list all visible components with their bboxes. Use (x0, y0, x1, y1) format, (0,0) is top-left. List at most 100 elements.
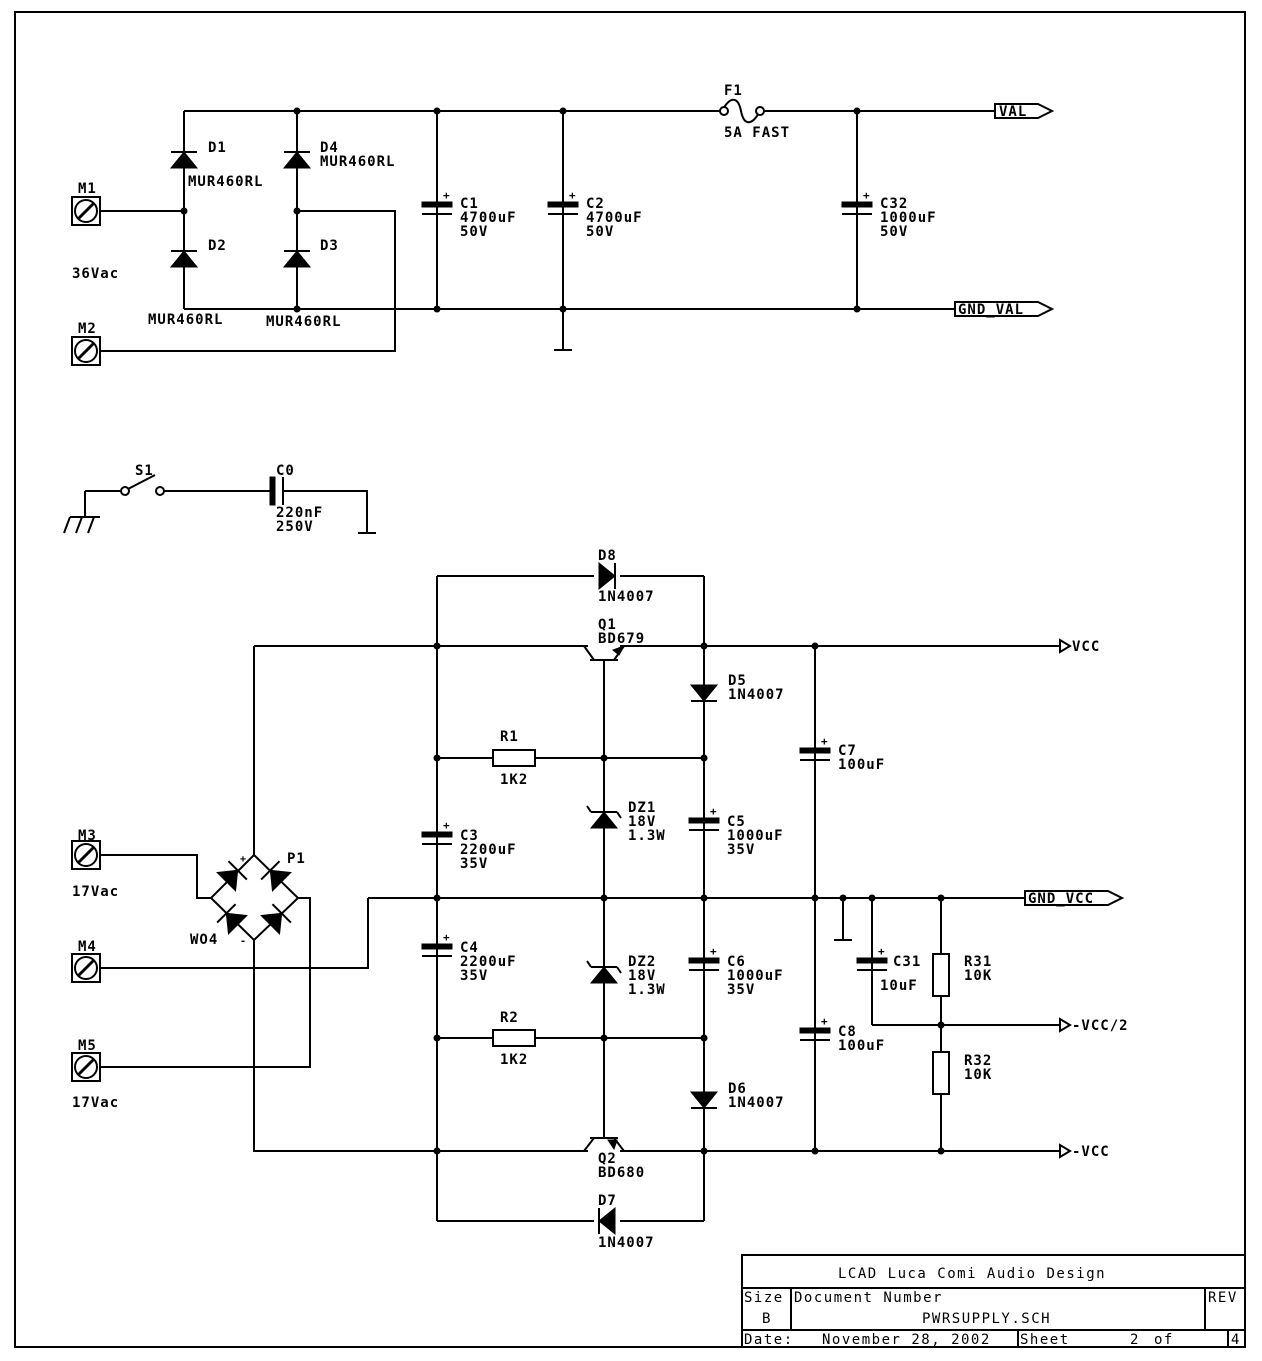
label-c6: C6 (727, 954, 746, 970)
label-m3-input: 17Vac (72, 884, 119, 900)
zener-dz1 (590, 811, 618, 829)
net-arrow-minus-vcc (1059, 1143, 1072, 1159)
title-date-label: Date: (744, 1332, 794, 1348)
label-d7: D7 (598, 1193, 617, 1209)
terminal-m2 (70, 335, 102, 367)
diode-d5 (690, 684, 718, 702)
label-c1-value: 4700uF (460, 210, 517, 226)
bridge-p1 (209, 853, 300, 942)
label-c4: C4 (460, 940, 479, 956)
label-m1: M1 (78, 181, 97, 197)
title-block: LCAD Luca Comi Audio Design Size B Docum… (741, 1254, 1246, 1348)
label-c32-voltage: 50V (880, 224, 908, 240)
switch-section: S1 C0 220nF 250V (63, 463, 376, 535)
label-m5-input: 17Vac (72, 1095, 119, 1111)
svg-text:-: - (240, 936, 247, 947)
lower-regulator-section: + - (70, 548, 1129, 1251)
resistor-r32 (932, 1051, 950, 1095)
zener-dz2 (590, 966, 618, 984)
label-36vac: 36Vac (72, 266, 119, 282)
label-d8-type: 1N4007 (598, 589, 655, 605)
label-m3: M3 (78, 828, 97, 844)
label-c3-value: 2200uF (460, 842, 517, 858)
label-c2-voltage: 50V (586, 224, 614, 240)
title-docnum-value: PWRSUPPLY.SCH (922, 1311, 1051, 1327)
label-c4-value: 2200uF (460, 954, 517, 970)
label-c5-value: 1000uF (727, 828, 784, 844)
label-c7-value: 100uF (838, 757, 885, 773)
label-f1-value: 5A FAST (724, 125, 790, 141)
net-label-gnd-val: GND_VAL (958, 302, 1024, 318)
title-rev-label: REV (1208, 1290, 1238, 1306)
label-m5: M5 (78, 1038, 97, 1054)
net-label-vcc-half: -VCC/2 (1072, 1018, 1129, 1034)
label-c2-value: 4700uF (586, 210, 643, 226)
label-c0-voltage: 250V (276, 519, 314, 535)
title-size-label: Size (744, 1290, 784, 1306)
title-size-value: B (762, 1311, 772, 1327)
label-d1-type: MUR460RL (188, 174, 263, 190)
terminal-m4 (70, 952, 102, 984)
label-c0-value: 220nF (276, 505, 323, 521)
resistor-r31 (932, 953, 950, 997)
label-r32-value: 10K (964, 1067, 992, 1083)
label-dz1-value: 18V (628, 814, 656, 830)
title-docnum-label: Document Number (794, 1290, 943, 1306)
net-label-vcc: VCC (1072, 639, 1100, 655)
label-r31-value: 10K (964, 968, 992, 984)
label-c0: C0 (276, 463, 295, 479)
net-flag-val (994, 103, 1055, 119)
title-sheet-total: 4 (1231, 1332, 1241, 1348)
label-c1-voltage: 50V (460, 224, 488, 240)
label-c32: C32 (880, 196, 908, 212)
label-d3-type: MUR460RL (266, 314, 341, 330)
svg-text:+: + (240, 854, 247, 865)
net-label-minus-vcc: -VCC (1072, 1144, 1110, 1160)
terminal-m3 (70, 839, 102, 871)
label-m2: M2 (78, 321, 97, 337)
diode-d6 (690, 1091, 718, 1109)
label-r1: R1 (500, 729, 519, 745)
label-c7: C7 (838, 743, 857, 759)
title-sheet-label: Sheet (1020, 1332, 1070, 1348)
label-p1-type: WO4 (190, 932, 218, 948)
net-label-val: VAL (999, 104, 1027, 120)
label-c3: C3 (460, 828, 479, 844)
label-d7-type: 1N4007 (598, 1235, 655, 1251)
label-d1: D1 (208, 140, 227, 156)
resistor-r2 (492, 1029, 536, 1047)
net-flag-gnd-vcc (1024, 890, 1125, 906)
label-c3-voltage: 35V (460, 856, 488, 872)
terminal-m1 (70, 195, 102, 227)
label-dz2-value: 18V (628, 968, 656, 984)
label-d4-type: MUR460RL (320, 154, 395, 170)
diode-d3 (283, 250, 311, 268)
label-c4-voltage: 35V (460, 968, 488, 984)
label-q1-type: BD679 (598, 631, 645, 647)
label-r31: R31 (964, 954, 992, 970)
net-label-gnd-vcc: GND_VCC (1028, 891, 1094, 907)
label-d6-type: 1N4007 (728, 1095, 785, 1111)
label-f1: F1 (724, 83, 743, 99)
label-dz1: DZ1 (628, 800, 656, 816)
sheet-border (14, 11, 1246, 1348)
upper-rectifier-section: M1 M2 36Vac D1 MUR460RL D4 MUR460RL D2 D… (70, 83, 1055, 367)
diode-d1 (170, 151, 198, 169)
label-s1: S1 (135, 463, 154, 479)
diode-d2 (170, 250, 198, 268)
resistor-r1 (492, 749, 536, 767)
label-c2: C2 (586, 196, 605, 212)
label-d4: D4 (320, 140, 339, 156)
net-flag-gnd-val (954, 301, 1055, 317)
label-r2-value: 1K2 (500, 1052, 528, 1068)
label-dz2: DZ2 (628, 954, 656, 970)
label-d2-type: MUR460RL (148, 312, 223, 328)
label-c6-value: 1000uF (727, 968, 784, 984)
label-r2: R2 (500, 1010, 519, 1026)
label-p1: P1 (287, 851, 306, 867)
label-d3: D3 (320, 238, 339, 254)
title-company: LCAD Luca Comi Audio Design (838, 1266, 1106, 1282)
diode-d4 (283, 151, 311, 169)
label-d2: D2 (208, 238, 227, 254)
label-d5: D5 (728, 673, 747, 689)
